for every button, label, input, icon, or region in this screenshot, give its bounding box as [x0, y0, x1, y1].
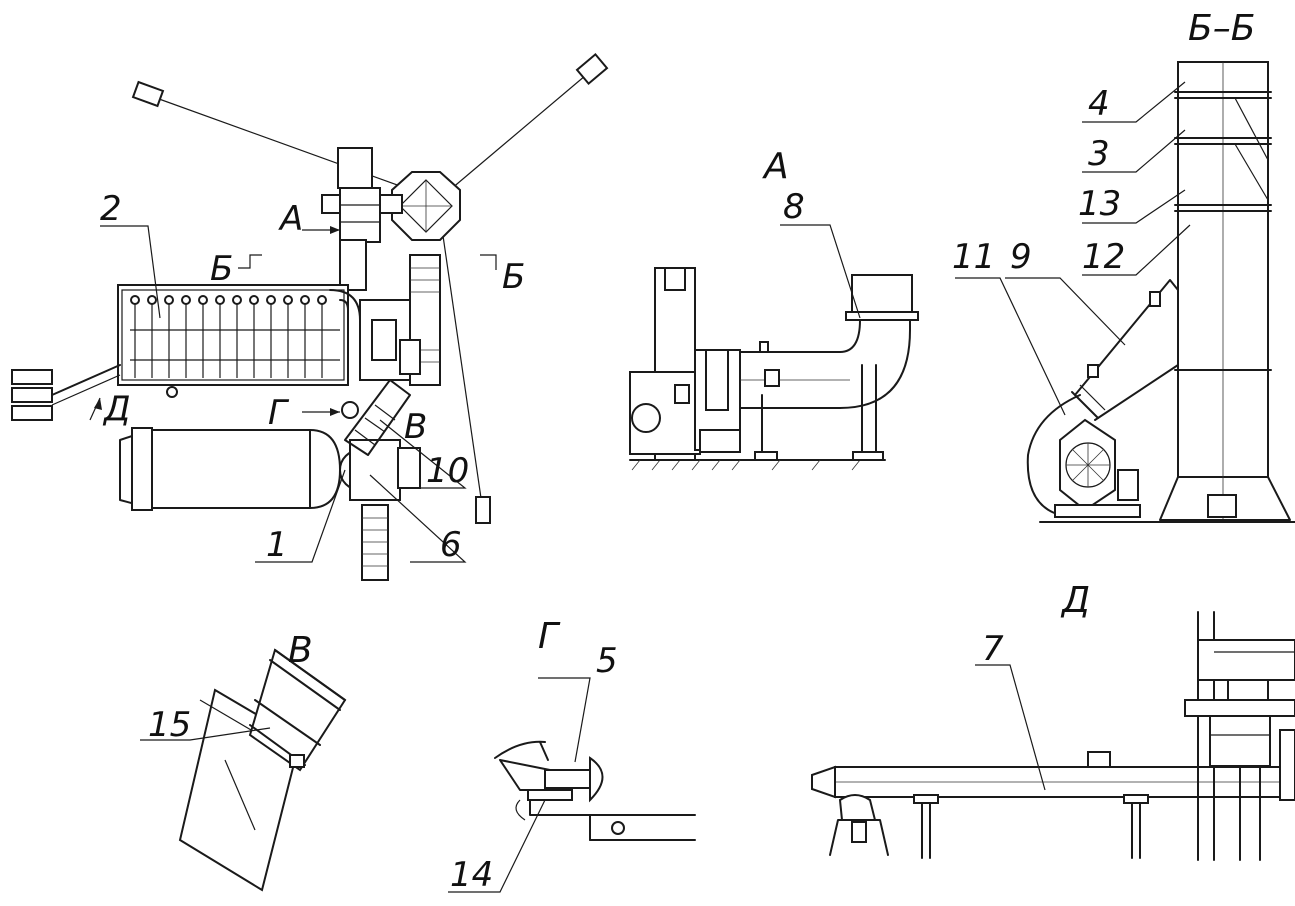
arrow-label-d: Д	[102, 389, 131, 429]
view-d-title: Д	[1060, 580, 1090, 621]
view-b-b	[955, 61, 1295, 523]
cooler-tubes	[130, 295, 327, 378]
anchor-plate	[475, 496, 491, 524]
label-10: 10	[426, 451, 469, 491]
label-7: 7	[982, 629, 1004, 669]
label-1: 1	[266, 525, 288, 565]
label-2: 2	[100, 189, 122, 229]
arrow-label-g: Г	[268, 393, 290, 433]
label-5: 5	[596, 641, 618, 681]
label-12: 12	[1082, 237, 1125, 277]
view-v	[140, 648, 347, 892]
section-label-b-left: Б	[210, 249, 233, 289]
view-g-title: Г	[538, 616, 561, 657]
view-a	[629, 224, 919, 471]
label-3: 3	[1088, 134, 1110, 174]
label-4: 4	[1088, 84, 1110, 124]
view-g	[448, 677, 696, 893]
view-bb-title: Б–Б	[1188, 8, 1255, 49]
view-d	[811, 611, 1295, 861]
label-9: 9	[1010, 237, 1032, 277]
plan-view	[11, 52, 609, 581]
label-8: 8	[783, 187, 805, 227]
label-15: 15	[148, 705, 191, 745]
label-11: 11	[952, 237, 995, 277]
anchor-plate	[131, 80, 165, 108]
view-v-title: В	[288, 630, 313, 671]
anchor-plate	[575, 52, 609, 86]
arrow-label-a: А	[278, 199, 303, 239]
label-13: 13	[1078, 184, 1121, 224]
label-14: 14	[450, 855, 493, 895]
view-a-title: А	[762, 146, 789, 187]
section-label-b-right: Б	[502, 257, 525, 297]
arrow-label-v: В	[404, 407, 427, 447]
label-6: 6	[440, 525, 462, 565]
